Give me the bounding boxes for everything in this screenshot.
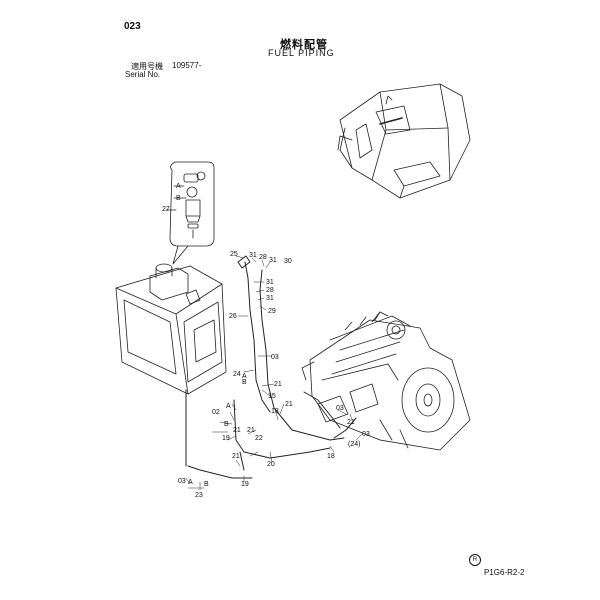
drawing-code: P1G6-R2-2 — [484, 568, 525, 577]
callout-b: B — [242, 379, 247, 386]
callout-26: 26 — [229, 313, 237, 320]
callout-29: 29 — [268, 308, 276, 315]
callout-15: 15 — [268, 393, 276, 400]
callout-21: 21 — [285, 401, 293, 408]
callout-21: 21 — [233, 427, 241, 434]
callout-03: 03 — [178, 478, 186, 485]
callout-b: B — [224, 421, 229, 428]
callout-a-detail: A — [176, 183, 181, 190]
serial-value: 109577- — [172, 61, 202, 70]
callout-28: 28 — [259, 254, 267, 261]
callout-31: 31 — [249, 252, 257, 259]
callout-18: 18 — [327, 453, 335, 460]
title-japanese: 燃料配管 — [280, 39, 328, 51]
leader-lines — [185, 255, 363, 491]
callout-21: 21 — [347, 419, 355, 426]
title-english: FUEL PIPING — [268, 48, 335, 58]
serial-label-japanese: 適用号機 — [131, 62, 163, 71]
engine-illustration — [301, 311, 471, 451]
callout-a: A — [242, 373, 247, 380]
callout-22: 22 — [255, 435, 263, 442]
callout-23: 23 — [195, 492, 203, 499]
serial-label-english: Serial No. — [125, 70, 161, 79]
callout-03: 03 — [271, 354, 279, 361]
callout-25: 25 — [230, 251, 238, 258]
callout-31: 31 — [269, 257, 277, 264]
callout-02: 02 — [212, 409, 220, 416]
callout-21: 21 — [232, 453, 240, 460]
callout-labels: 27 A B 25 31 28 31 30 31 28 31 29 26 03 … — [162, 183, 370, 499]
callout-b: B — [204, 481, 209, 488]
callout-19: 19 — [222, 435, 230, 442]
callout-20: 20 — [267, 461, 275, 468]
callout-30: 30 — [284, 258, 292, 265]
callout-28: 28 — [266, 287, 274, 294]
callout-a: A — [188, 479, 193, 486]
callout-a: A — [226, 403, 231, 410]
callout-27: 27 — [162, 206, 170, 213]
fuel-tank-illustration — [115, 263, 227, 395]
callout-24: 24 — [233, 371, 241, 378]
callout-03: 03 — [362, 431, 370, 438]
page-number: 023 — [124, 21, 141, 32]
callout-03: 03 — [336, 405, 344, 412]
callout-18: 18 — [271, 408, 279, 415]
fuel-hoses — [185, 255, 357, 479]
callout-24-parenthetical: (24) — [348, 441, 360, 448]
machine-overview-illustration — [337, 83, 471, 199]
callout-21: 21 — [247, 427, 255, 434]
fuel-filter-detail-callout — [165, 161, 215, 265]
callout-b-detail: B — [176, 195, 181, 202]
registered-mark: R — [469, 554, 481, 566]
callout-19: 19 — [241, 481, 249, 488]
callout-31: 31 — [266, 295, 274, 302]
callout-31: 31 — [266, 279, 274, 286]
callout-21: 21 — [274, 381, 282, 388]
